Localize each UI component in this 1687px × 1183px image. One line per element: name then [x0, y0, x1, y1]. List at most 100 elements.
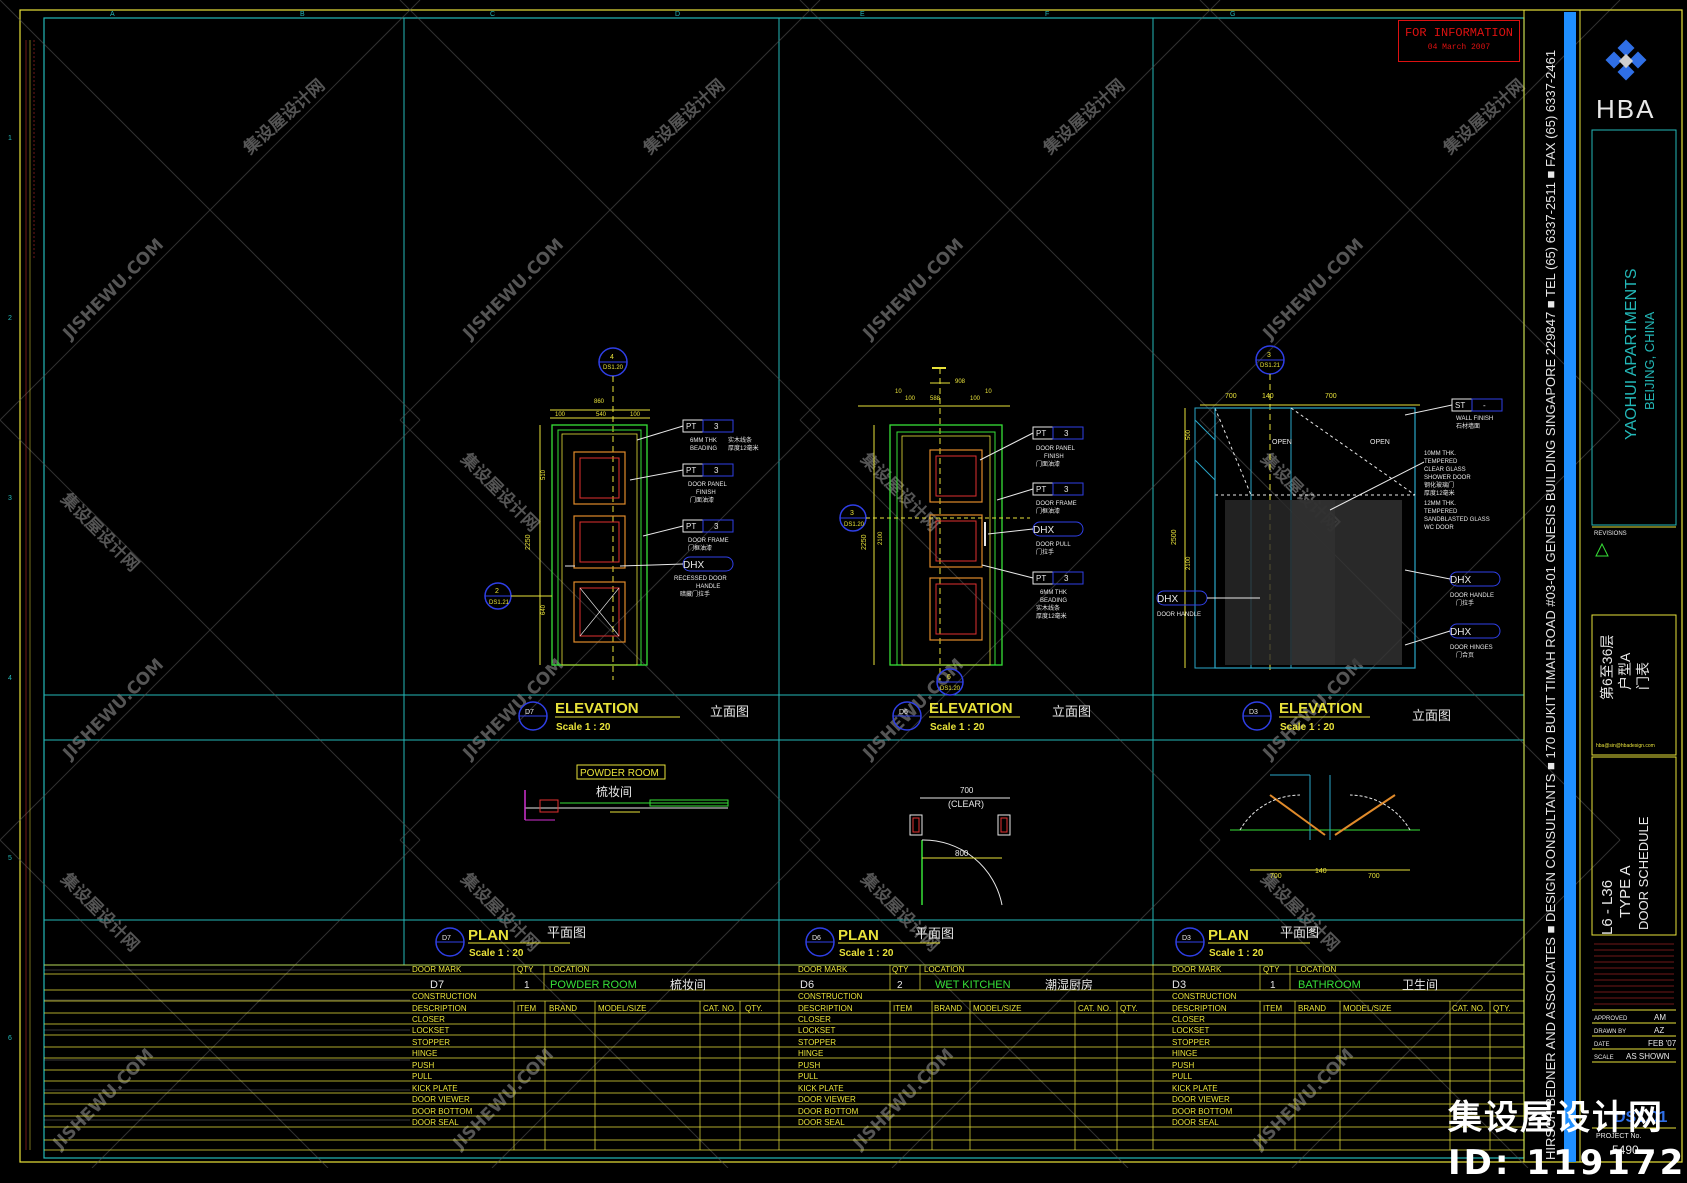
svg-text:PT: PT — [1036, 429, 1046, 438]
svg-text:PULL: PULL — [412, 1072, 433, 1081]
svg-text:DOOR SEAL: DOOR SEAL — [798, 1118, 845, 1127]
svg-text:AZ: AZ — [1654, 1026, 1664, 1035]
svg-text:Scale 1 : 20: Scale 1 : 20 — [1280, 722, 1335, 733]
svg-text:CONSTRUCTION: CONSTRUCTION — [1172, 992, 1237, 1001]
grid-letter: C — [490, 11, 495, 18]
grid-number: 5 — [8, 855, 12, 862]
sheet-number: DS1.01 — [1614, 1109, 1667, 1126]
section-bubble-num: 6 — [947, 674, 951, 681]
elevation-title-d6: D6 ELEVATION Scale 1 : 20 立面图 — [892, 700, 1091, 733]
grid-references: A B C D E F G 1 2 3 4 5 6 — [8, 11, 1235, 1042]
watermark-id: ID: 119172 — [1448, 1143, 1687, 1183]
section-bubble-ref: DS1.21 — [1260, 363, 1281, 369]
svg-text:DRAWN BY: DRAWN BY — [1594, 1029, 1626, 1035]
svg-text:QTY: QTY — [1263, 965, 1280, 974]
svg-text:Scale 1 : 20: Scale 1 : 20 — [930, 722, 985, 733]
svg-text:DOOR SEAL: DOOR SEAL — [412, 1118, 459, 1127]
svg-text:PULL: PULL — [798, 1072, 819, 1081]
section-bubble-ref: DS1.21 — [489, 600, 510, 606]
svg-text:PUSH: PUSH — [798, 1061, 820, 1070]
svg-text:卫生间: 卫生间 — [1402, 978, 1438, 992]
plan-title-d7: D7 PLAN Scale 1 : 20 平面图 — [435, 925, 586, 959]
watermark-overlay: 集设屋设计网 ID: 119172 — [1448, 1090, 1686, 1183]
section-bubble-ref: DS1.20 — [940, 686, 961, 692]
svg-text:KICK PLATE: KICK PLATE — [1172, 1084, 1218, 1093]
svg-text:PUSH: PUSH — [1172, 1061, 1194, 1070]
schedule-d3: DOOR MARK QTY LOCATION D3 1 BATHROOM 卫生间… — [1172, 965, 1511, 1127]
svg-text:钢化玻璃门: 钢化玻璃门 — [1424, 481, 1454, 489]
svg-text:DOOR VIEWER: DOOR VIEWER — [1172, 1095, 1230, 1104]
stamp-date: 04 March 2007 — [1427, 43, 1491, 52]
dim-label: 100 — [970, 396, 981, 402]
svg-text:3: 3 — [1064, 429, 1069, 438]
svg-text:DOOR SEAL: DOOR SEAL — [1172, 1118, 1219, 1127]
svg-text:3: 3 — [1064, 485, 1069, 494]
section-bubble-num: 3 — [1267, 352, 1271, 359]
sheet-title-cn: 门表 — [1635, 662, 1651, 690]
svg-text:门合页: 门合页 — [1456, 651, 1474, 659]
svg-text:BEADING: BEADING — [1040, 598, 1067, 604]
svg-text:D6: D6 — [800, 979, 814, 991]
logo-text: HBA — [1596, 94, 1655, 124]
svg-text:门面油漆: 门面油漆 — [1036, 460, 1060, 468]
svg-text:厚度12毫米: 厚度12毫米 — [1036, 612, 1067, 620]
project-number: 5490 — [1612, 1143, 1639, 1157]
elevation-title-d3: D3 ELEVATION Scale 1 : 20 立面图 — [1242, 700, 1451, 733]
svg-text:平面图: 平面图 — [1280, 925, 1319, 940]
svg-text:PUSH: PUSH — [412, 1061, 434, 1070]
svg-text:HINGE: HINGE — [798, 1049, 823, 1058]
project-city: BEIJING, CHINA — [1642, 311, 1657, 410]
svg-text:6MM THK: 6MM THK — [1040, 590, 1067, 596]
door-schedule: DOOR MARK QTY LOCATION D7 1 POWDER ROOM … — [44, 964, 1524, 1151]
section-bubble-num: 2 — [495, 588, 499, 595]
svg-text:QTY.: QTY. — [745, 1004, 763, 1013]
svg-text:1: 1 — [524, 980, 530, 991]
svg-text:CLOSER: CLOSER — [798, 1015, 831, 1024]
svg-text:HINGE: HINGE — [412, 1049, 437, 1058]
svg-text:DOOR MARK: DOOR MARK — [412, 965, 462, 974]
plan-title-d3: D3 PLAN Scale 1 : 20 平面图 — [1175, 925, 1319, 959]
grid-letter: E — [860, 11, 865, 18]
svg-text:FEB '07: FEB '07 — [1648, 1039, 1677, 1048]
svg-text:WALL FINISH: WALL FINISH — [1456, 416, 1493, 422]
svg-text:700: 700 — [960, 786, 974, 795]
callouts-d3: ST - WALL FINISH 石材墙面 10MM THK. TEMPERED… — [1329, 398, 1503, 659]
open-label: OPEN — [1370, 439, 1390, 446]
svg-text:STOPPER: STOPPER — [1172, 1038, 1210, 1047]
svg-text:PT: PT — [1036, 574, 1046, 583]
grid-letter: A — [110, 11, 115, 18]
svg-text:立面图: 立面图 — [1412, 708, 1451, 723]
svg-text:PROJECT No.: PROJECT No. — [1596, 1133, 1641, 1140]
plan-titles: D7 PLAN Scale 1 : 20 平面图 D6 PLAN Scale 1… — [435, 925, 1319, 959]
svg-text:ITEM: ITEM — [893, 1004, 912, 1013]
svg-text:LOCATION: LOCATION — [549, 965, 590, 974]
dim-label: 2250 — [861, 534, 868, 550]
svg-text:700: 700 — [1368, 873, 1380, 880]
left-margin-notes — [25, 40, 35, 1150]
svg-text:Scale 1 : 20: Scale 1 : 20 — [1209, 948, 1264, 959]
plan-d7: POWDER ROOM 梳妆间 — [524, 764, 729, 821]
grid-letter: D — [675, 11, 680, 18]
svg-text:DHX: DHX — [1450, 627, 1471, 638]
dim-label: 10 — [895, 389, 902, 395]
svg-text:DOOR MARK: DOOR MARK — [798, 965, 848, 974]
open-label: OPEN — [1272, 439, 1292, 446]
svg-text:CONSTRUCTION: CONSTRUCTION — [798, 992, 863, 1001]
elevation-d3: 3 DS1.21 700 140 700 OPEN OPEN 2500 500 … — [1156, 345, 1503, 670]
svg-text:HINGE: HINGE — [1172, 1049, 1197, 1058]
section-bubble-num: 3 — [850, 510, 854, 517]
svg-text:CAT. NO.: CAT. NO. — [1078, 1004, 1111, 1013]
svg-text:APPROVED: APPROVED — [1594, 1016, 1628, 1022]
svg-text:DHX: DHX — [1033, 525, 1054, 536]
svg-text:DOOR FRAME: DOOR FRAME — [1036, 501, 1077, 507]
svg-text:D7: D7 — [525, 709, 534, 716]
svg-text:D7: D7 — [430, 979, 444, 991]
grid-letter: F — [1045, 11, 1049, 18]
svg-text:ELEVATION: ELEVATION — [929, 700, 1013, 717]
svg-text:140: 140 — [1315, 868, 1327, 875]
svg-text:门框油漆: 门框油漆 — [1036, 507, 1060, 515]
svg-text:MODEL/SIZE: MODEL/SIZE — [1343, 1004, 1391, 1013]
revisions-label: REVISIONS — [1594, 531, 1627, 537]
svg-text:DOOR PULL: DOOR PULL — [1036, 542, 1071, 548]
